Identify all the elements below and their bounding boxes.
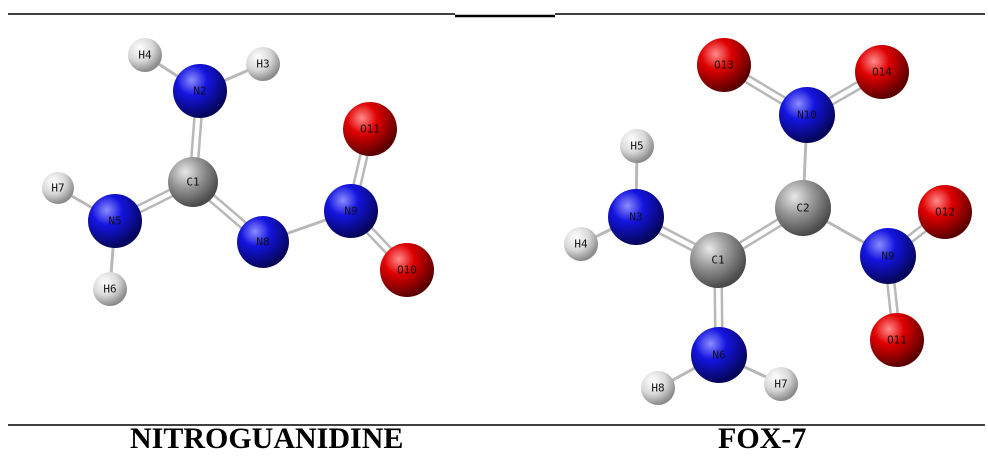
atom-fox7-n6: N6 xyxy=(691,327,747,383)
atom-label: H7 xyxy=(774,378,787,391)
atom-label: H4 xyxy=(574,238,588,251)
atom-label: N6 xyxy=(712,349,725,362)
atom-label: N8 xyxy=(256,236,269,249)
atom-label: O11 xyxy=(360,123,380,136)
atom-fox7-o13: O13 xyxy=(697,38,751,92)
atom-fox7-h7: H7 xyxy=(764,367,798,401)
atom-nitroguanidine-n8: N8 xyxy=(237,216,289,268)
atom-label: H7 xyxy=(51,182,64,195)
atom-fox7-h4: H4 xyxy=(564,227,598,261)
atom-label: H3 xyxy=(256,58,269,71)
atom-fox7-n9: N9 xyxy=(860,228,916,284)
atom-nitroguanidine-c1: C1 xyxy=(168,157,218,207)
atom-nitroguanidine-o10: O10 xyxy=(380,243,434,297)
atom-nitroguanidine-h7: H7 xyxy=(42,172,74,204)
atom-nitroguanidine-n5: N5 xyxy=(88,194,142,248)
atom-fox7-o14: O14 xyxy=(855,45,909,99)
atom-fox7-n10: N10 xyxy=(779,87,835,143)
atom-nitroguanidine-h3: H3 xyxy=(246,47,280,81)
atom-label: C1 xyxy=(186,176,199,189)
atom-label: H5 xyxy=(630,140,643,153)
atom-nitroguanidine-h6: H6 xyxy=(93,272,127,306)
caption-nitroguanidine: NITROGUANIDINE xyxy=(130,422,404,455)
atom-fox7-h5: H5 xyxy=(620,129,654,163)
atom-nitroguanidine-n9: N9 xyxy=(324,184,378,238)
atom-label: H6 xyxy=(103,283,116,296)
atom-label: N9 xyxy=(881,250,894,263)
atom-fox7-c2: C2 xyxy=(775,180,831,236)
atom-label: N9 xyxy=(344,205,357,218)
atom-label: H4 xyxy=(138,49,152,62)
atom-fox7-n3: N3 xyxy=(608,189,664,245)
atom-nitroguanidine-n2: N2 xyxy=(173,64,227,118)
atom-label: N10 xyxy=(797,109,817,122)
atom-label: H8 xyxy=(651,382,664,395)
atom-label: O12 xyxy=(935,206,955,219)
atom-label: C1 xyxy=(711,254,724,267)
atom-label: O13 xyxy=(714,59,734,72)
atom-label: N5 xyxy=(108,215,121,228)
atom-fox7-h8: H8 xyxy=(641,371,675,405)
atom-label: O11 xyxy=(887,334,907,347)
atom-fox7-o11: O11 xyxy=(870,313,924,367)
atom-label: N2 xyxy=(193,85,206,98)
atom-label: O14 xyxy=(872,66,892,79)
atom-nitroguanidine-o11: O11 xyxy=(343,102,397,156)
atom-label: N3 xyxy=(629,211,642,224)
caption-fox7: FOX-7 xyxy=(718,422,807,455)
atom-nitroguanidine-h4: H4 xyxy=(128,38,162,72)
atom-label: O10 xyxy=(397,264,417,277)
atom-fox7-c1: C1 xyxy=(690,232,746,288)
atom-fox7-o12: O12 xyxy=(918,185,972,239)
atom-label: C2 xyxy=(796,202,809,215)
